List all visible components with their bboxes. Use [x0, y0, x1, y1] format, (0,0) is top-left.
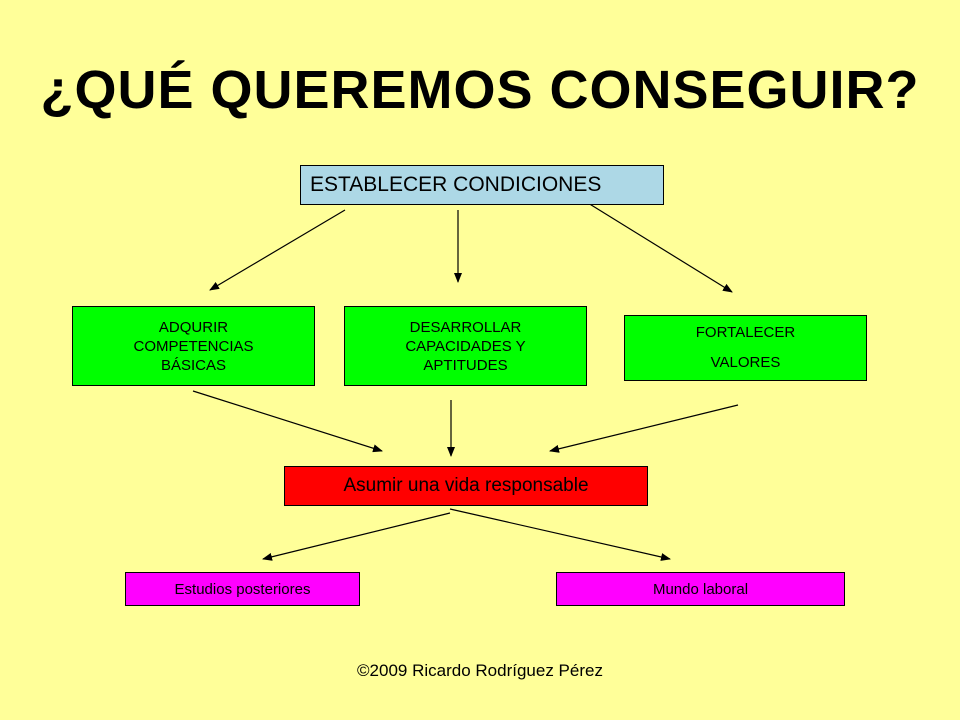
- node-label: Mundo laboral: [652, 580, 749, 598]
- node-competencias: ADQURIR COMPETENCIAS BÁSICAS: [72, 306, 315, 386]
- node-valores: FORTALECER VALORES: [624, 315, 867, 381]
- node-label-line1: FORTALECER: [695, 324, 796, 341]
- arrow-vida-to-laboral: [449, 508, 671, 561]
- node-label: ESTABLECER CONDICIONES: [310, 173, 602, 196]
- arrow-vida-to-estudios: [262, 512, 451, 561]
- arrow-valores-to-vida: [549, 404, 739, 453]
- node-label-line2: VALORES: [710, 354, 781, 371]
- node-label: Asumir una vida responsable: [343, 475, 589, 496]
- arrow-root-to-valores: [587, 202, 733, 293]
- arrow-root-to-competencias: [209, 209, 346, 291]
- node-estudios-posteriores: Estudios posteriores: [125, 572, 360, 606]
- node-label: DESARROLLAR CAPACIDADES Y APTITUDES: [405, 318, 526, 374]
- node-label: Estudios posteriores: [174, 580, 311, 598]
- node-vida-responsable: Asumir una vida responsable: [284, 466, 648, 506]
- node-capacidades: DESARROLLAR CAPACIDADES Y APTITUDES: [344, 306, 587, 386]
- page-title: ¿QUÉ QUEREMOS CONSEGUIR?: [40, 60, 920, 120]
- arrow-competencias-to-vida: [192, 390, 383, 453]
- copyright-footer: ©2009 Ricardo Rodríguez Pérez: [357, 661, 603, 680]
- node-establecer-condiciones: ESTABLECER CONDICIONES: [300, 165, 664, 205]
- node-label: ADQURIR COMPETENCIAS BÁSICAS: [133, 318, 254, 374]
- node-mundo-laboral: Mundo laboral: [556, 572, 845, 606]
